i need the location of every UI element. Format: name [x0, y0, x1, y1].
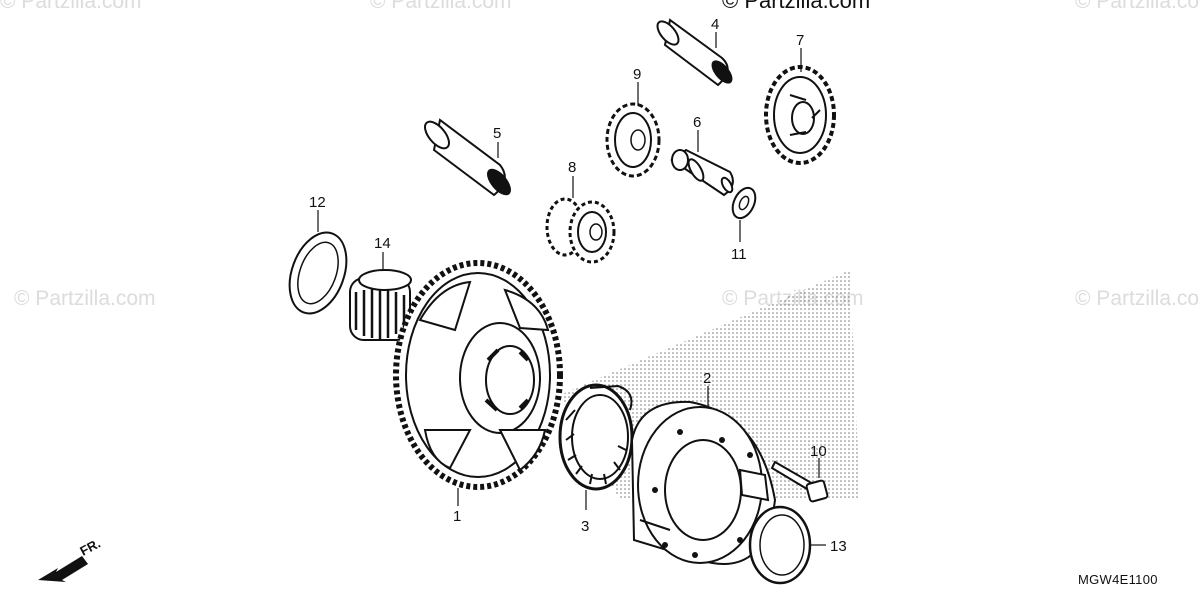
- shaft-4: [656, 18, 733, 87]
- front-label: FR.: [77, 536, 103, 559]
- leader-lines: [317, 32, 826, 546]
- watermark: © Partzilla.com: [0, 0, 142, 13]
- callout-6: 6: [693, 114, 701, 131]
- watermark: © Partzilla.com: [1075, 0, 1200, 13]
- double-gear-8: [545, 197, 616, 264]
- copyright-notice: © Partzilla.com: [722, 0, 871, 13]
- seal-13: [748, 505, 812, 585]
- shaft-5: [424, 118, 511, 197]
- bolt-10: [770, 460, 829, 503]
- callout-7: 7: [796, 32, 804, 49]
- clutch-outer-2: [630, 400, 777, 565]
- callout-5: 5: [493, 125, 501, 142]
- gear-7: [764, 65, 836, 165]
- callout-10: 10: [810, 443, 827, 460]
- washer-11: [731, 186, 757, 220]
- washer-12: [288, 231, 348, 315]
- one-way-clutch-3: [558, 383, 634, 491]
- gear-9: [605, 102, 661, 178]
- watermark: © Partzilla.com: [370, 0, 512, 13]
- callout-11: 11: [731, 246, 747, 263]
- callout-12: 12: [309, 194, 326, 211]
- callout-8: 8: [568, 159, 576, 176]
- pin-6: [670, 148, 734, 197]
- watermark: © Partzilla.com: [14, 287, 156, 310]
- diagram-code: MGW4E1100: [1078, 572, 1158, 587]
- starter-driven-gear-1: [393, 260, 563, 490]
- callout-4: 4: [711, 16, 719, 33]
- callout-3: 3: [581, 518, 589, 535]
- callout-14: 14: [374, 235, 391, 252]
- callout-9: 9: [633, 66, 641, 83]
- front-arrow-icon: FR.: [38, 536, 103, 582]
- watermark: © Partzilla.com: [1075, 287, 1200, 310]
- callout-1: 1: [453, 508, 461, 525]
- callout-2: 2: [703, 370, 711, 387]
- callout-13: 13: [830, 538, 847, 555]
